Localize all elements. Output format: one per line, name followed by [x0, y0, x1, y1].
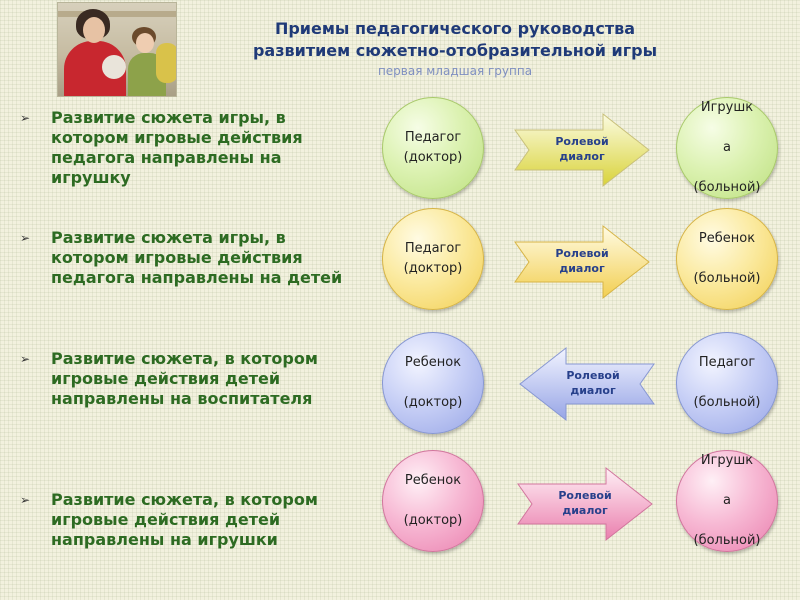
arrow-right-icon [514, 224, 650, 300]
arrow-right-icon [514, 112, 650, 188]
role-circle-child-patient: Ребенок(больной) [676, 208, 778, 310]
bullet-arrow-icon: ➢ [20, 352, 31, 366]
arrow-right-icon [517, 466, 653, 542]
list-item-text: Развитие сюжета игры, в котором игровые … [51, 108, 303, 187]
list-item-text: Развитие сюжета, в котором игровые дейст… [51, 349, 318, 408]
arrow-left-icon [519, 346, 655, 422]
page-title: Приемы педагогического руководства разви… [190, 18, 720, 62]
bullet-arrow-icon: ➢ [20, 111, 31, 125]
role-circle-child-doctor: Ребенок(доктор) [382, 450, 484, 552]
role-circle-child-doctor: Ребенок(доктор) [382, 332, 484, 434]
header-photo [57, 2, 177, 97]
title-line-2: развитием сюжетно-отобразительной игры [252, 41, 658, 60]
bullet-arrow-icon: ➢ [20, 493, 31, 507]
role-circle-teacher-doctor: Педагог(доктор) [382, 97, 484, 199]
page-subtitle: первая младшая группа [377, 64, 533, 78]
role-circle-teacher-patient: Педагог(больной) [676, 332, 778, 434]
title-line-1: Приемы педагогического руководства [274, 19, 636, 38]
list-item-text: Развитие сюжета игры, в котором игровые … [51, 228, 343, 287]
list-item-text: Развитие сюжета, в котором игровые дейст… [51, 490, 318, 549]
bullet-arrow-icon: ➢ [20, 231, 31, 245]
role-circle-teacher-doctor: Педагог(доктор) [382, 208, 484, 310]
